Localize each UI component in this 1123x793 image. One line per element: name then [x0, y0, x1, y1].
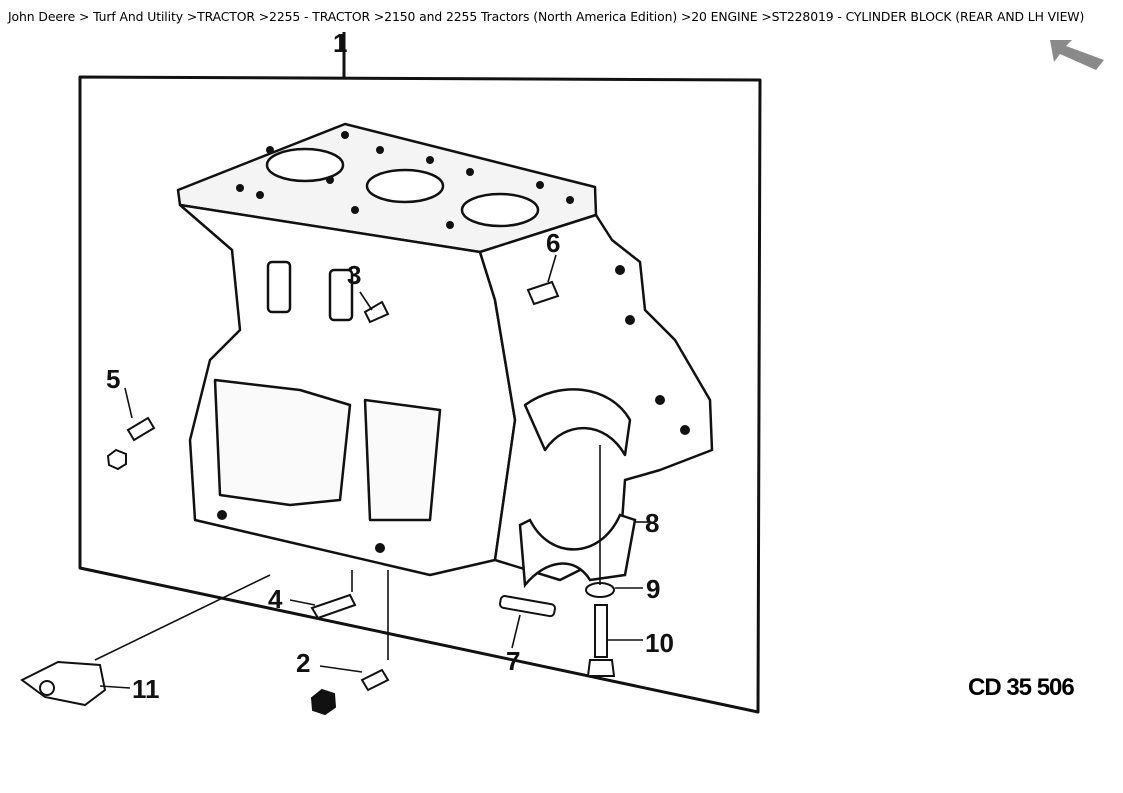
back-arrow-icon[interactable] — [1048, 36, 1106, 72]
callout-2: 2 — [296, 648, 310, 678]
figure-reference-code: CD 35 506 — [968, 674, 1075, 701]
callout-6: 6 — [546, 228, 560, 258]
callout-9: 9 — [646, 574, 660, 604]
callout-10: 10 — [645, 628, 674, 658]
cylinder-block — [176, 122, 714, 582]
callout-11: 11 — [132, 674, 160, 704]
callout-4: 4 — [268, 584, 283, 614]
breadcrumb[interactable]: John Deere > Turf And Utility >TRACTOR >… — [8, 9, 1085, 24]
callout-3: 3 — [347, 260, 361, 290]
bearing-cap — [518, 513, 637, 589]
small-parts — [20, 280, 616, 716]
callout-1: 1 — [333, 28, 347, 58]
callout-8: 8 — [645, 508, 659, 538]
callout-7: 7 — [506, 646, 520, 676]
callout-5: 5 — [106, 364, 120, 394]
